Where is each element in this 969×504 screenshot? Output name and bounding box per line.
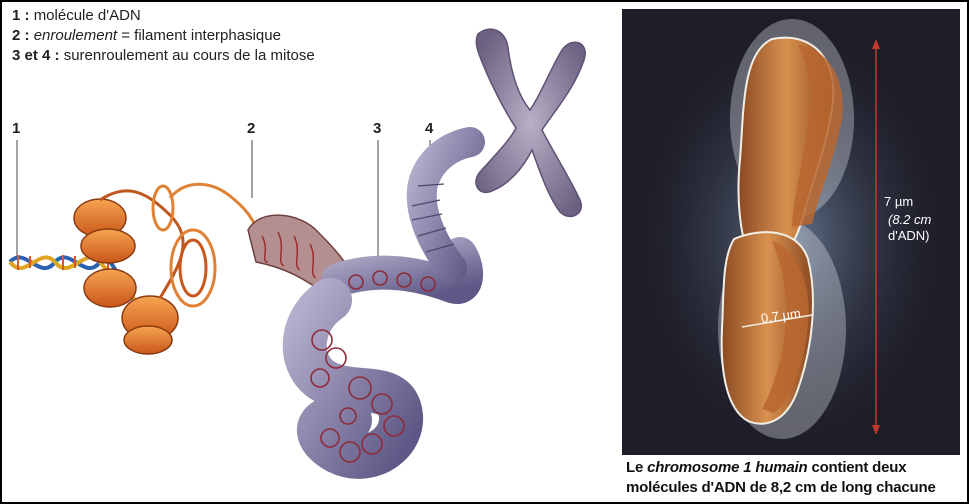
stage-label-4: 4 [425,120,433,137]
metaphase-chromosome [476,29,585,216]
legend-line-2: 2 : enroulement = filament interphasique [12,26,315,46]
height-sublabel-1: (8.2 cm [888,213,931,227]
legend-text-1: molécule d'ADN [34,7,141,24]
mitotic-supercoil [305,254,466,462]
stage-label-2: 2 [247,120,255,137]
figure-legend: 1 : molécule d'ADN 2 : enroulement = fil… [12,6,315,66]
stage-label-3: 3 [373,120,381,137]
legend-num-2: 2 : [12,27,30,44]
caption-part-1: Le [626,459,643,476]
caption-chromosome: chromosome 1 humain [647,459,807,476]
chromatin-fiber [153,184,258,306]
micrograph-caption: Le chromosome 1 humain contient deux mol… [626,458,966,498]
height-label: 7 µm [884,195,913,209]
height-sublabel-2: d'ADN) [888,229,930,243]
legend-em-2: enroulement [34,27,117,44]
legend-text-3: surenroulement au cours de la mitose [64,47,315,64]
nucleosome-beads [74,199,178,354]
dna-compaction-illustration [0,0,620,504]
caption-part-2: contient deux [811,459,906,476]
caption-line-2: molécules d'ADN de 8,2 cm de long chacun… [626,478,966,498]
legend-num-1: 1 : [12,7,30,24]
legend-line-1: 1 : molécule d'ADN [12,6,315,26]
chromosome-micrograph: 7 µm (8.2 cm d'ADN) 0,7 µm [622,9,960,455]
caption-line-1: Le chromosome 1 humain contient deux [626,458,966,478]
legend-line-3: 3 et 4 : surenroulement au cours de la m… [12,46,315,66]
legend-text-2: = filament interphasique [121,27,281,44]
legend-num-3: 3 et 4 : [12,47,60,64]
stage-label-1: 1 [12,120,20,137]
